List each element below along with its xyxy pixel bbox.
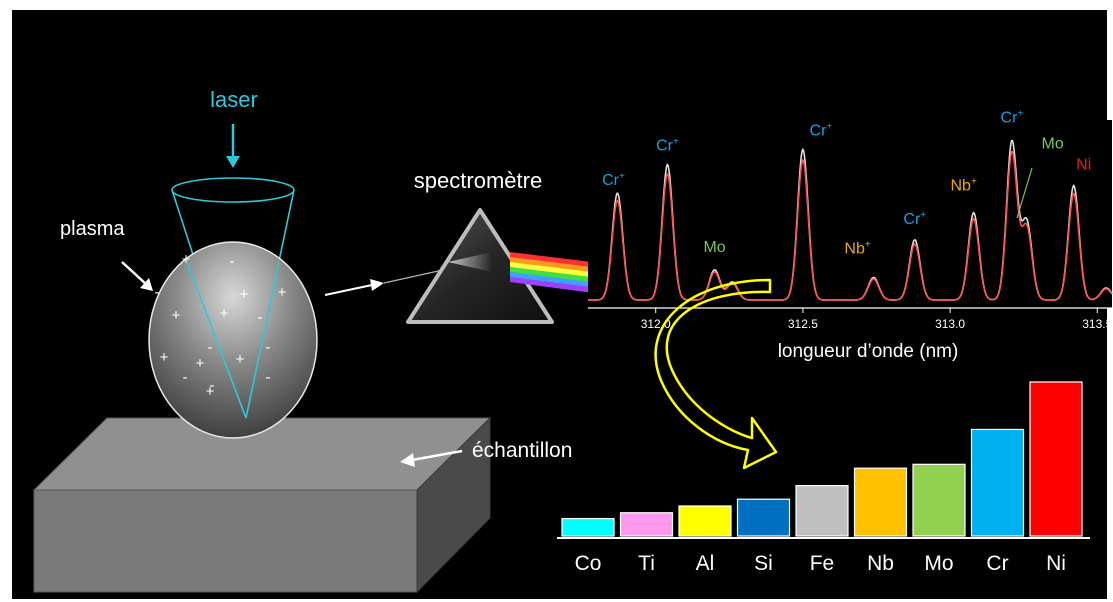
plasma-charge: - <box>155 284 160 301</box>
bar-label: Co <box>575 552 602 575</box>
spectrum-tick-label: 313.0 <box>935 317 965 331</box>
bar-ni <box>1029 381 1083 537</box>
spectrum-peak-label: Mo <box>703 239 725 256</box>
sample-block-icon <box>32 416 492 594</box>
plasma-arrow-icon <box>121 261 153 291</box>
plasma-charge: + <box>206 383 215 400</box>
plasma-icon <box>148 241 318 439</box>
bar-cr <box>970 428 1025 537</box>
mo-leader-line <box>1016 167 1033 219</box>
plasma-charges: +-+-+++-+-+--+--+ <box>155 251 287 400</box>
plasma-charge: + <box>196 355 205 372</box>
spectrometer-label: spectromètre <box>414 168 542 193</box>
spectrum-peak-label: Ni <box>1076 157 1091 174</box>
spectrum-peak-label: Nb+ <box>950 177 976 195</box>
plasma-charge: + <box>240 286 249 303</box>
bar-al <box>678 505 732 537</box>
plasma-charge: - <box>210 377 215 394</box>
curved-arrow-icon <box>654 278 778 470</box>
spectrum-peak-label: Mo <box>1042 135 1064 152</box>
bar-label: Mo <box>924 552 953 575</box>
sample-arrow-icon <box>400 449 463 467</box>
composition-bar-chart: Co Ti Al Si Fe Nb Mo Cr Ni <box>557 381 1090 575</box>
plasma-charge: + <box>182 251 191 268</box>
bar-label: Si <box>754 552 773 575</box>
plasma-charge: - <box>258 309 263 326</box>
spectrum-peak-label: Nb+ <box>844 239 870 257</box>
plasma-charge: - <box>230 253 235 270</box>
plasma-charge: - <box>266 369 271 386</box>
bar-co <box>561 517 615 537</box>
spectrum-line-red <box>588 151 1113 301</box>
bar-mo <box>912 463 966 537</box>
sample-label: échantillon <box>472 439 572 462</box>
bar-ti <box>619 512 674 537</box>
laser-label: laser <box>210 87 258 112</box>
plasma-charge: + <box>220 305 229 322</box>
plasma-label: plasma <box>60 218 125 240</box>
spectrum-tick-label: 313.5 <box>1082 317 1112 331</box>
bar-label: Al <box>696 552 715 575</box>
bar-label: Ni <box>1046 552 1066 575</box>
bar-label: Ti <box>638 552 655 575</box>
plasma-charge: - <box>183 369 188 386</box>
bar-nb <box>853 467 908 537</box>
laser-arrow-icon <box>226 124 240 168</box>
bar-fe <box>795 485 849 537</box>
plasma-charge: + <box>172 307 181 324</box>
bar-label: Fe <box>810 552 835 575</box>
lens-icon <box>171 177 295 203</box>
bar-label: Cr <box>986 552 1008 575</box>
wavelength-axis-label: longueur d’onde (nm) <box>778 341 959 362</box>
spectrum-tick-label: 312.5 <box>788 317 818 331</box>
laser-cone-inner <box>186 261 280 419</box>
spectrum-plot-area <box>588 120 1112 308</box>
plasma-charge: + <box>160 349 169 366</box>
plasma-charge: + <box>236 351 245 368</box>
bar-si <box>736 498 791 537</box>
bar-label: Nb <box>867 552 894 575</box>
plasma-charge: - <box>208 339 213 356</box>
plasma-charge: - <box>266 339 271 356</box>
plasma-charge: + <box>278 284 287 301</box>
